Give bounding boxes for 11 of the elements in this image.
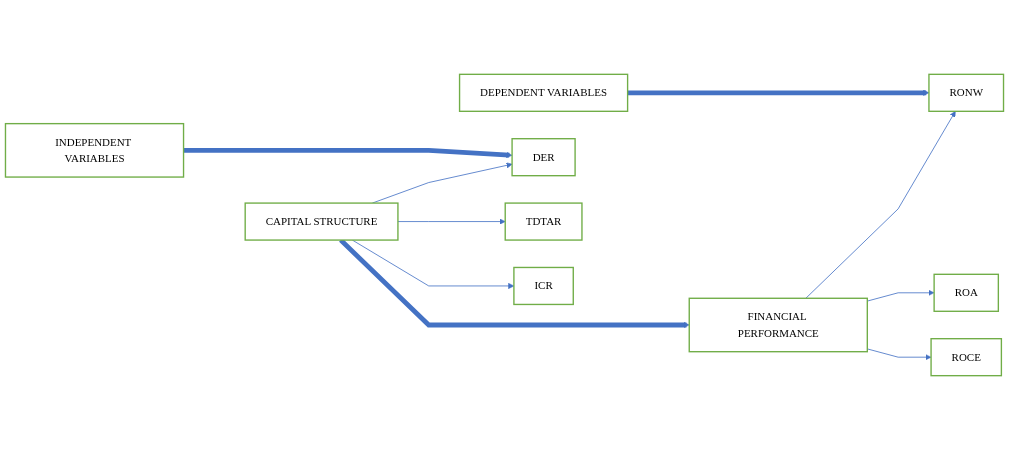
arrow [183,147,513,158]
node-box: ROCE [930,338,1003,377]
node-box: DEPENDENT VARIABLES [458,73,629,112]
node-box: RONW [928,73,1005,112]
node-box: ROA [933,273,1000,312]
node-box: CAPITAL STRUCTURE [244,202,399,241]
node-box: ICR [513,266,574,306]
node-box: INDEPENDENT VARIABLES [4,122,185,178]
node-box: FINANCIAL PERFORMANCE [688,297,868,353]
node-box: TDTAR [504,202,583,241]
node-box: DER [511,138,576,177]
